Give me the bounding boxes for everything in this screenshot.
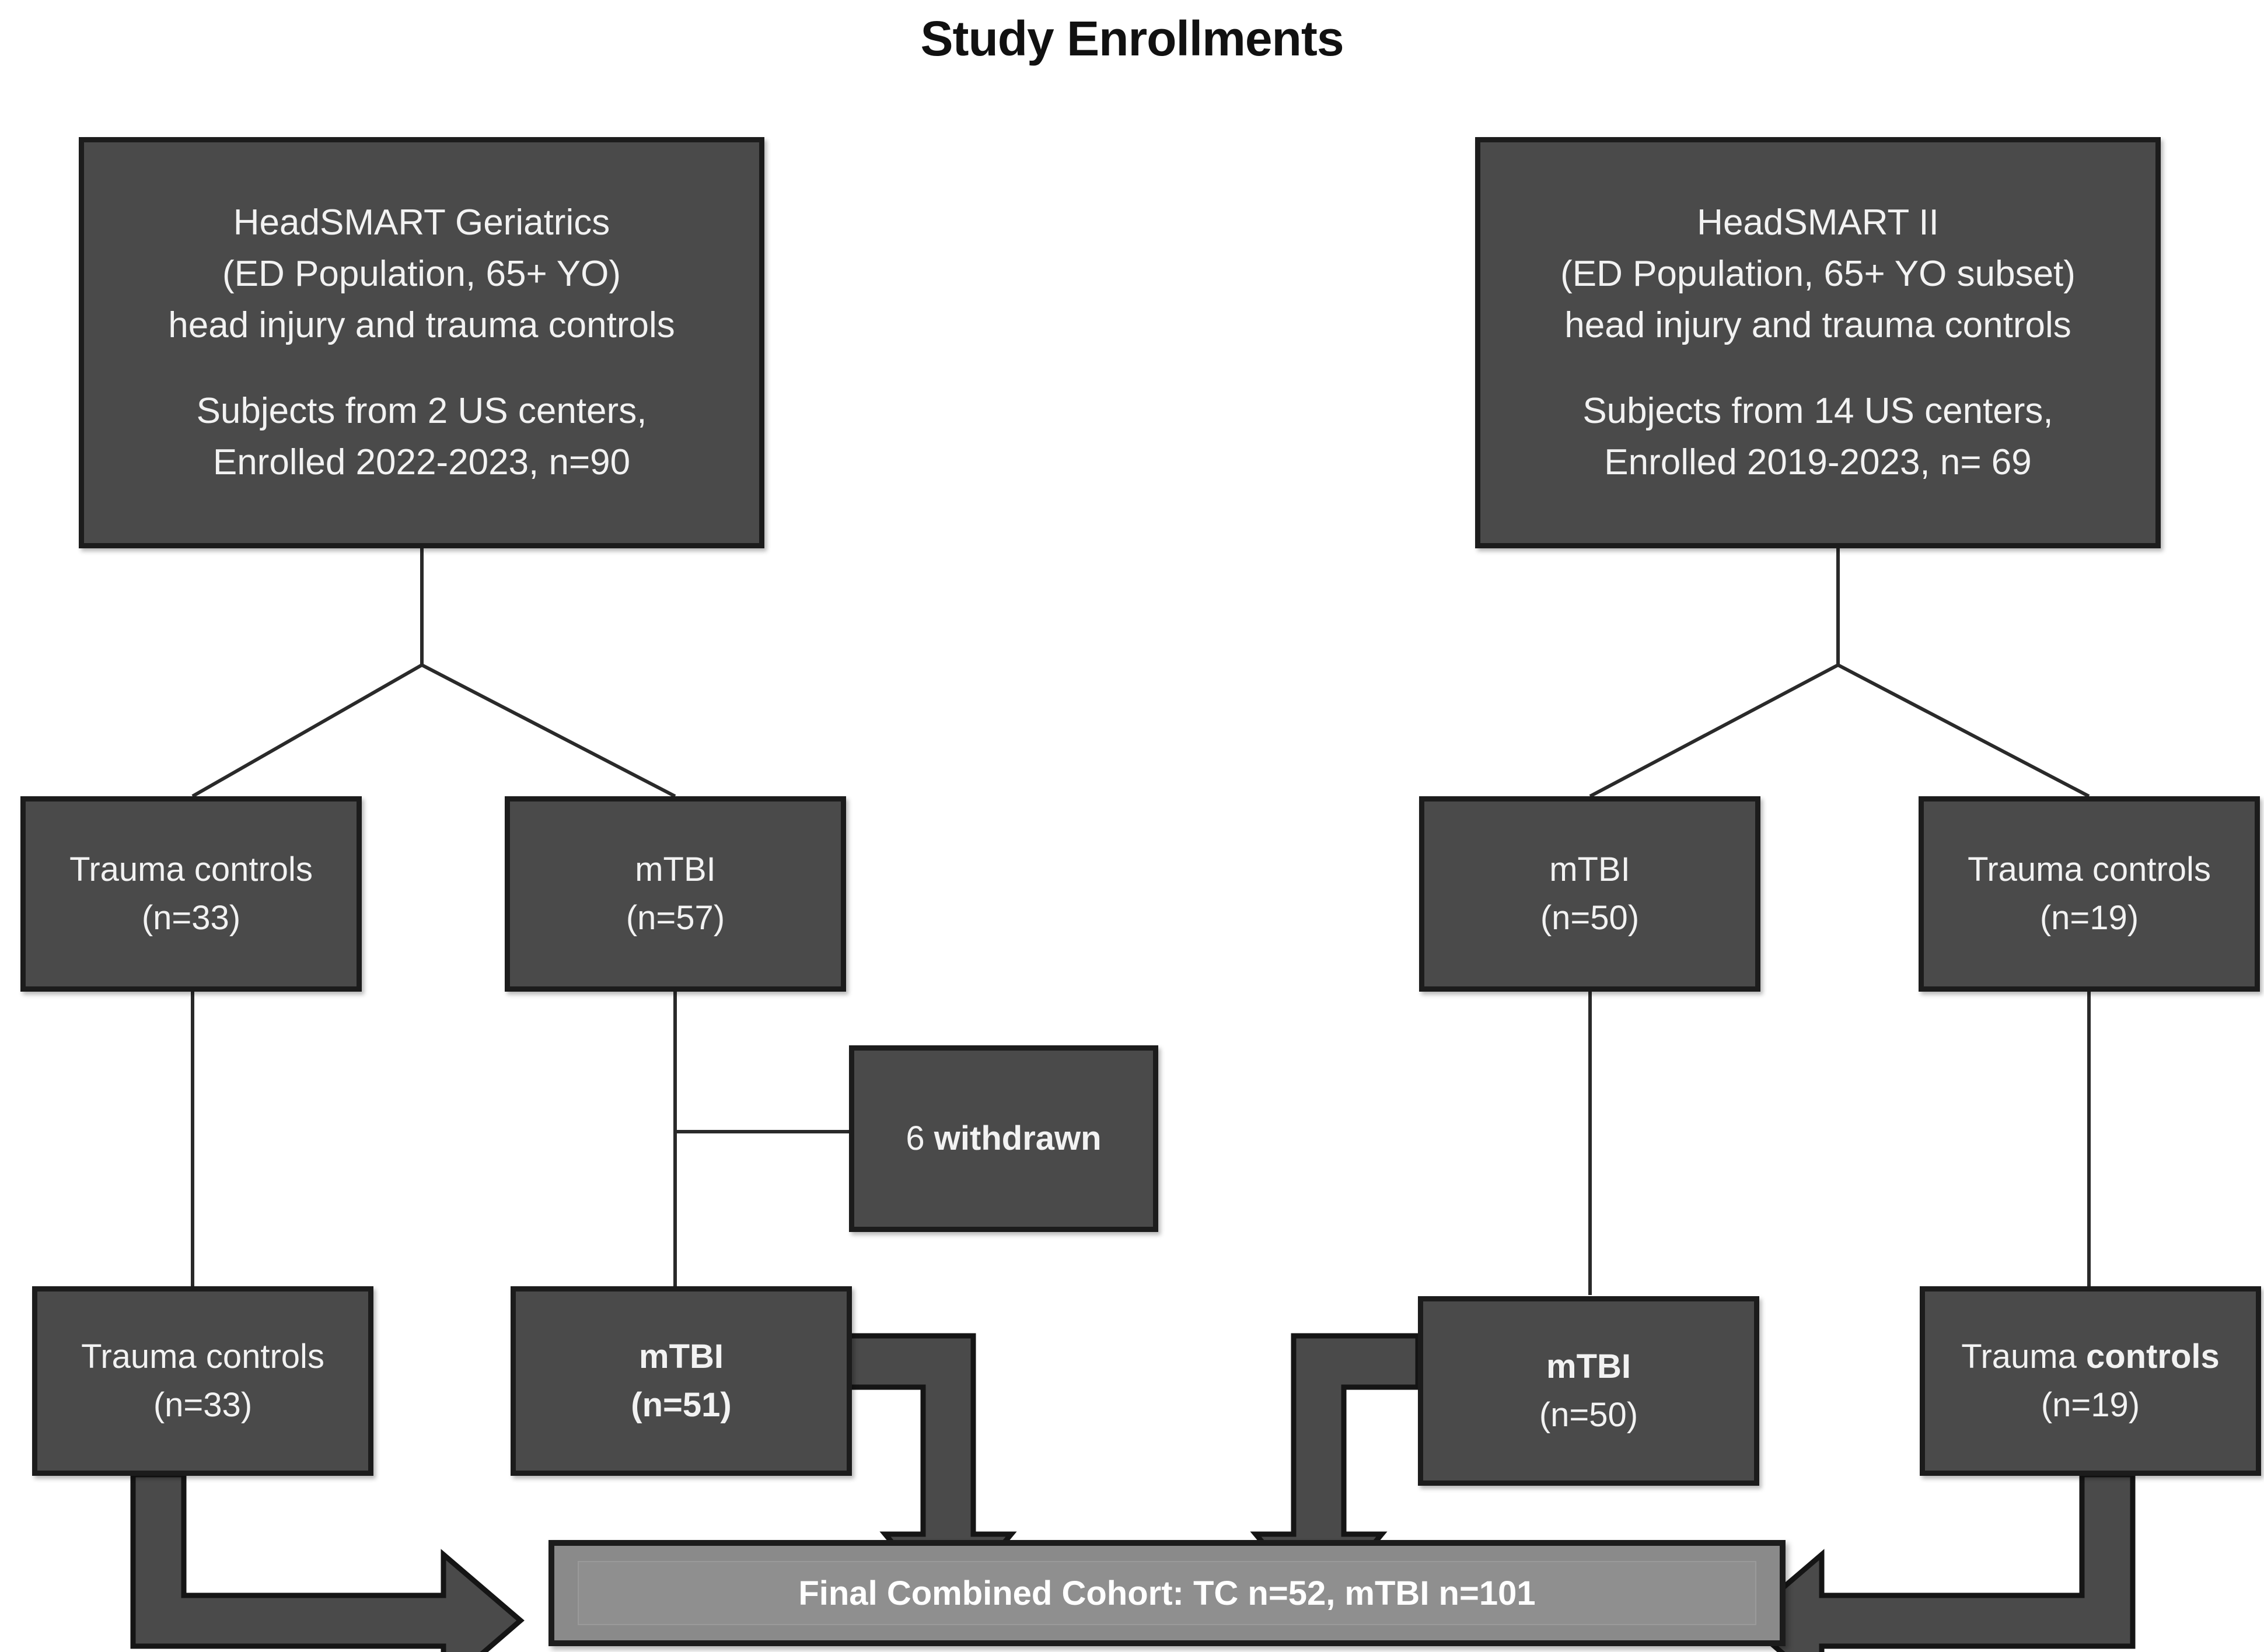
group-box-left-mtbi-final[interactable]: mTBI (n=51) <box>511 1286 852 1476</box>
study-box-headsmart-ii[interactable]: HeadSMART II (ED Population, 65+ YO subs… <box>1475 137 2161 548</box>
study-left-line1: HeadSMART Geriatrics <box>233 202 610 243</box>
left-mtbi-final-count: (n=51) <box>631 1385 732 1424</box>
study-left-line4: Subjects from 2 US centers, <box>196 390 647 431</box>
study-right-line3: head injury and trauma controls <box>1564 305 2071 346</box>
group-box-right-mtbi-enrolled[interactable]: mTBI (n=50) <box>1419 796 1760 992</box>
left-mtbi-final-label: mTBI <box>639 1338 724 1376</box>
withdrawn-label: withdrawn <box>934 1119 1102 1157</box>
right-tc-final-label-a: Trauma <box>1961 1338 2086 1376</box>
right-tc-final-label: Trauma controls <box>1935 1333 2245 1381</box>
study-right-line5: Enrolled 2019-2023, n= 69 <box>1604 442 2032 482</box>
study-right-line2: (ED Population, 65+ YO subset) <box>1560 254 2076 294</box>
study-left-line3: head injury and trauma controls <box>168 305 675 346</box>
group-box-left-mtbi-enrolled[interactable]: mTBI (n=57) <box>505 796 846 992</box>
group-box-right-mtbi-final[interactable]: mTBI (n=50) <box>1418 1296 1759 1486</box>
group-box-left-trauma-controls-enrolled[interactable]: Trauma controls (n=33) <box>20 796 362 992</box>
right-mtbi-final-count: (n=50) <box>1539 1395 1638 1434</box>
right-tc-enrolled-label: Trauma controls <box>1968 850 2211 889</box>
right-tc-final-label-b: controls <box>2085 1338 2220 1376</box>
arrow-left-tc-to-final <box>130 1472 525 1652</box>
left-tc-final-count: (n=33) <box>153 1385 253 1424</box>
group-box-left-trauma-controls-final[interactable]: Trauma controls (n=33) <box>32 1286 373 1476</box>
page-title: Study Enrollments <box>920 11 1344 66</box>
left-mtbi-enrolled-count: (n=57) <box>626 898 725 937</box>
study-right-line4: Subjects from 14 US centers, <box>1582 390 2053 431</box>
right-tc-enrolled-count: (n=19) <box>2039 898 2139 937</box>
study-left-line5: Enrolled 2022-2023, n=90 <box>212 442 631 482</box>
withdrawn-box[interactable]: 6 withdrawn <box>849 1045 1158 1232</box>
group-box-right-trauma-controls-enrolled[interactable]: Trauma controls (n=19) <box>1919 796 2260 992</box>
left-mtbi-enrolled-label: mTBI <box>635 850 716 889</box>
right-mtbi-enrolled-count: (n=50) <box>1540 898 1640 937</box>
right-tc-final-count: (n=19) <box>2041 1385 2140 1424</box>
study-left-line2: (ED Population, 65+ YO) <box>222 254 621 294</box>
right-mtbi-final-label: mTBI <box>1546 1348 1631 1386</box>
left-tc-enrolled-count: (n=33) <box>141 898 241 937</box>
left-tc-enrolled-label: Trauma controls <box>69 850 313 889</box>
study-box-headsmart-geriatrics[interactable]: HeadSMART Geriatrics (ED Population, 65+… <box>79 137 764 548</box>
final-combined-cohort-bar[interactable]: Final Combined Cohort: TC n=52, mTBI n=1… <box>548 1540 1786 1646</box>
right-mtbi-enrolled-label: mTBI <box>1549 850 1630 889</box>
withdrawn-count: 6 <box>906 1119 934 1157</box>
final-cohort-label: Final Combined Cohort: TC n=52, mTBI n=1… <box>798 1574 1536 1612</box>
study-right-line1: HeadSMART II <box>1697 202 1939 243</box>
left-tc-final-label: Trauma controls <box>81 1338 324 1376</box>
arrow-right-tc-to-final <box>1741 1472 2136 1652</box>
group-box-right-trauma-controls-final[interactable]: Trauma controls (n=19) <box>1920 1286 2261 1476</box>
